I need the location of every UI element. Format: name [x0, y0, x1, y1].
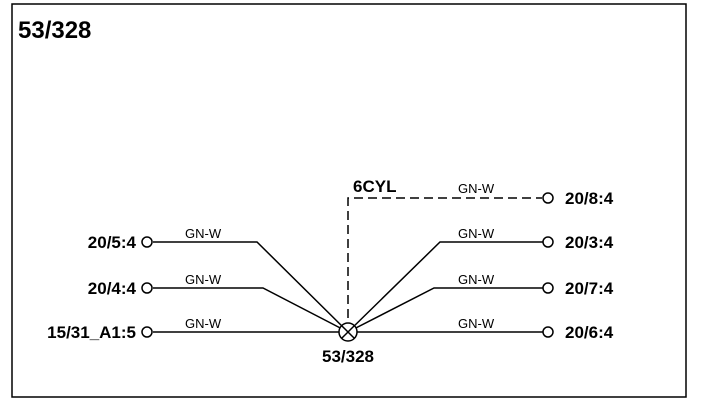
diagram-title: 53/328 — [18, 17, 91, 44]
terminal-label-20-7-4: 20/7:4 — [565, 279, 614, 298]
terminal-connector-20-5-4 — [141, 236, 153, 248]
wire-color-label: GN-W — [185, 272, 222, 287]
wire-color-label: GN-W — [458, 226, 495, 241]
terminal-connector-20-3-4 — [542, 236, 554, 248]
terminal-connector-20-4-4 — [141, 282, 153, 294]
wire-20-4-4 — [153, 287, 349, 333]
wire-color-label: GN-W — [458, 181, 495, 196]
wire-20-3-4 — [347, 241, 543, 333]
wire-color-label: GN-W — [458, 272, 495, 287]
splice-label: 53/328 — [322, 347, 374, 366]
wire-color-label: GN-W — [185, 226, 222, 241]
terminal-connector-20-8-4 — [542, 192, 554, 204]
terminal-label-20-3-4: 20/3:4 — [565, 233, 614, 252]
diagram-frame — [11, 3, 687, 398]
terminal-label-20-6-4: 20/6:4 — [565, 323, 614, 342]
wire-20-8-4 — [347, 197, 542, 332]
wire-20-5-4 — [153, 241, 349, 333]
wire-20-7-4 — [347, 287, 543, 333]
terminal-connector-20-7-4 — [542, 282, 554, 294]
variant-label: 6CYL — [353, 177, 396, 196]
terminal-label-20-8-4: 20/8:4 — [565, 189, 614, 208]
terminal-connector-15-31-a1-5 — [141, 326, 153, 338]
splice-icon — [338, 322, 358, 342]
terminal-label-15-31-a1-5: 15/31_A1:5 — [47, 323, 136, 342]
terminal-label-20-5-4: 20/5:4 — [88, 233, 137, 252]
wire-color-label: GN-W — [185, 316, 222, 331]
terminal-connector-20-6-4 — [542, 326, 554, 338]
wire-color-label: GN-W — [458, 316, 495, 331]
terminal-label-20-4-4: 20/4:4 — [88, 279, 137, 298]
